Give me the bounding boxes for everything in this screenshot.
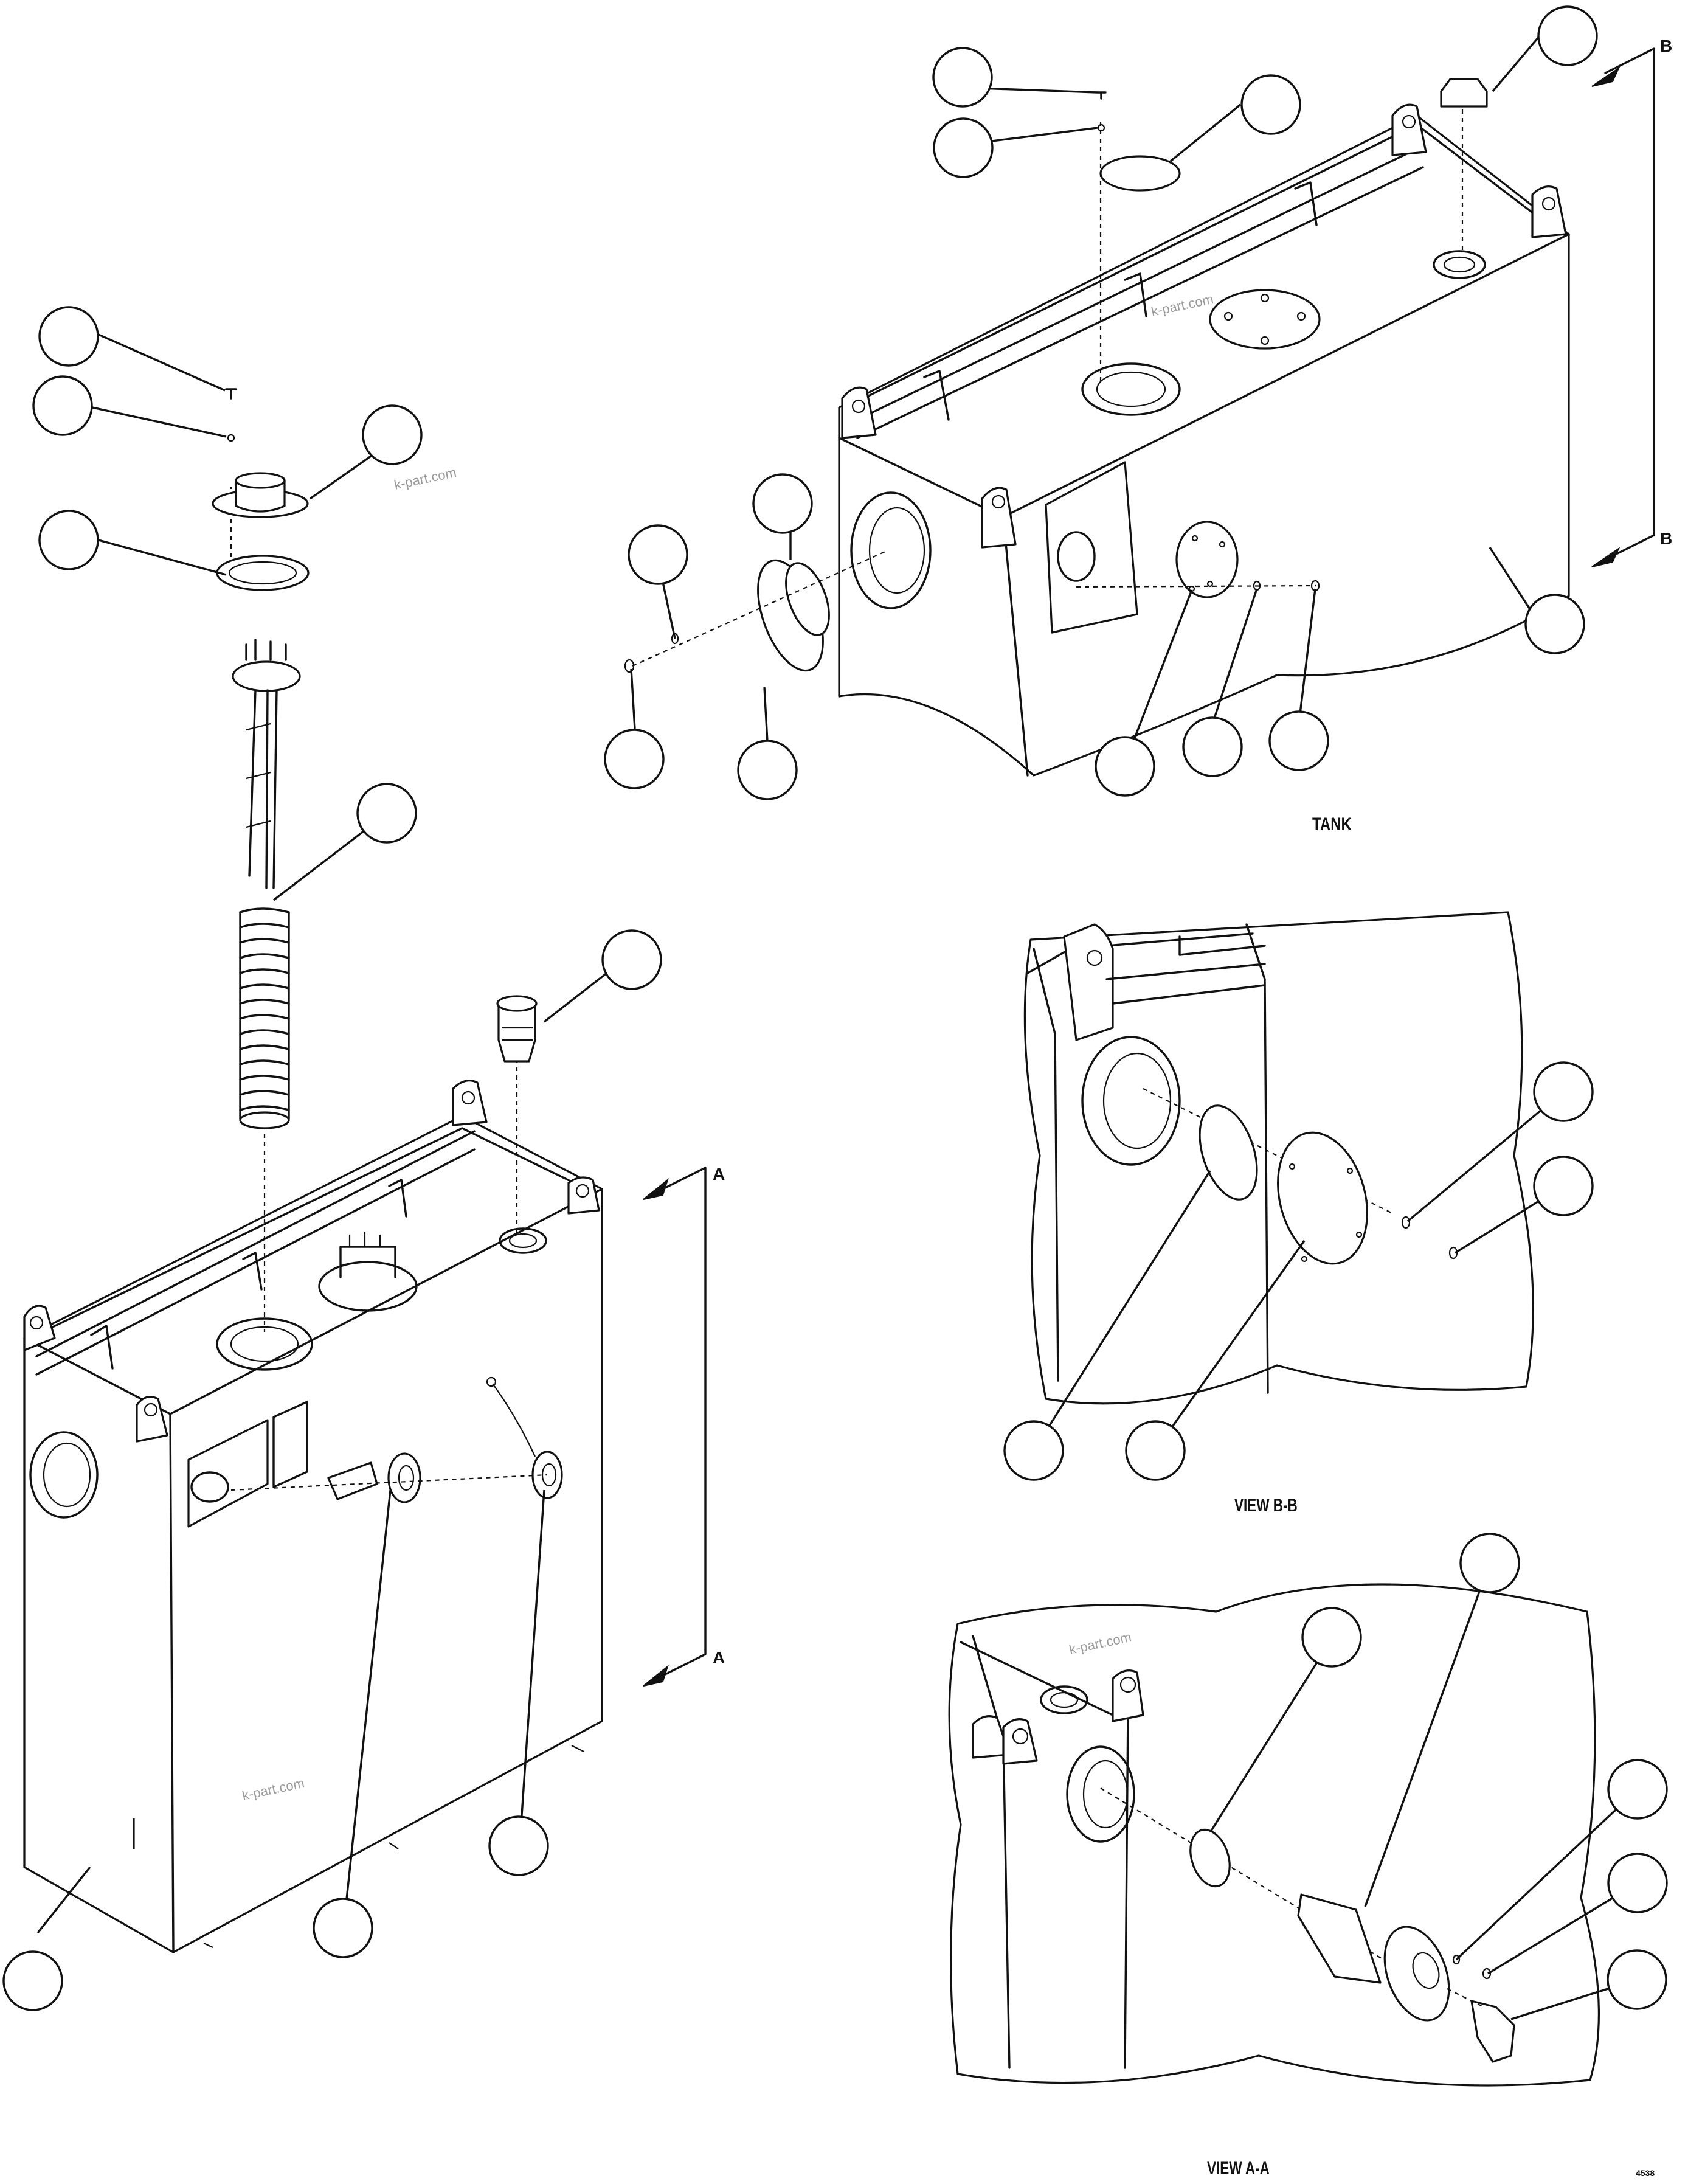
view-aa-detail (948, 1583, 1600, 2087)
callout-bubble (313, 1898, 373, 1958)
callout-bubble (933, 117, 994, 178)
section-label-a-bottom: A (713, 1648, 725, 1667)
callout-bubble (932, 47, 993, 108)
coil-spring (239, 907, 290, 1129)
callout-bubbles (2, 5, 1668, 2011)
section-b-b-marker: B B (1591, 36, 1672, 567)
view-bb-detail (1023, 911, 1534, 1405)
view-title-view-bb: VIEW B-B (1234, 1495, 1298, 1516)
view-title-tank: TANK (1312, 813, 1352, 834)
callout-bubble (1533, 1061, 1594, 1122)
left-tank-assembly (23, 388, 603, 1953)
callout-bubble (1182, 716, 1243, 777)
callout-bubble (1537, 5, 1598, 66)
callout-bubble (38, 510, 99, 570)
callout-bubble (1125, 1420, 1186, 1481)
callout-bubble (1003, 1420, 1064, 1481)
callout-bubble (356, 783, 417, 844)
callout-bubble (604, 729, 665, 789)
callout-bubble (1607, 1759, 1668, 1820)
callout-bubble (1095, 736, 1155, 797)
callout-bubble (601, 929, 662, 990)
callout-bubble (628, 524, 688, 585)
tank-top-view (624, 78, 1570, 777)
callout-bubble (1607, 1853, 1668, 1913)
callout-bubble (362, 404, 423, 465)
callout-bubble (32, 375, 93, 436)
view-title-view-aa: VIEW A-A (1207, 2158, 1270, 2179)
callout-bubble (1607, 1949, 1667, 2010)
callout-bubble (737, 740, 798, 800)
callout-bubble (2, 1950, 63, 2011)
sheet-number: 4538 (1636, 2168, 1655, 2178)
callout-bubble (1268, 710, 1329, 771)
callout-bubble (488, 1815, 549, 1876)
callout-bubble (752, 473, 813, 534)
section-label-a-top: A (713, 1165, 725, 1184)
callout-bubble (1301, 1607, 1362, 1668)
watermark: k-part.com (393, 465, 458, 493)
callout-bubble (1524, 594, 1585, 654)
callout-bubble (1459, 1533, 1520, 1593)
section-label-b-top: B (1660, 36, 1672, 55)
callout-bubble (1240, 74, 1301, 135)
section-label-b-bottom: B (1660, 529, 1672, 548)
section-a-a-marker: A A (643, 1165, 725, 1687)
callout-bubble (38, 306, 99, 367)
callout-bubble (1533, 1156, 1594, 1216)
